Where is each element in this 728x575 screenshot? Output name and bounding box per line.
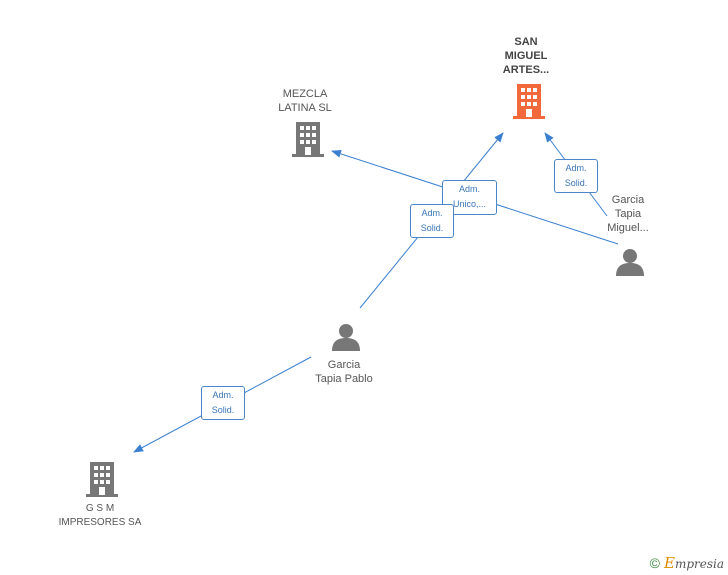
label-line: IMPRESORES SA [58, 517, 142, 528]
label-line: Tapia Pablo [315, 373, 373, 385]
label-line: Adm. [421, 208, 443, 218]
label-line: Solid. [211, 405, 235, 415]
label-line: ARTES... [502, 64, 550, 76]
label-line: Tapia [614, 208, 642, 220]
node-label-garcia-pablo[interactable]: Garcia Tapia Pablo [298, 358, 390, 386]
node-label-mezcla[interactable]: MEZCLA LATINA SL [263, 87, 347, 115]
label-line: Solid. [420, 223, 444, 233]
edge-label-pablo-sanmiguel[interactable]: Adm. Solid. [410, 204, 454, 238]
building-icon[interactable] [292, 122, 324, 157]
label-line: G S M [85, 503, 115, 514]
empresia-logo: © Empresia [650, 554, 724, 572]
label-line: Garcia [327, 359, 361, 371]
edge-label-pablo-gsm[interactable]: Adm. Solid. [201, 386, 245, 420]
building-icon[interactable] [86, 462, 118, 497]
person-icon[interactable] [616, 249, 644, 276]
person-icon[interactable] [332, 324, 360, 351]
copyright-icon: © [649, 555, 660, 571]
label-line: MEZCLA [282, 88, 328, 100]
label-line: LATINA SL [278, 102, 332, 114]
brand-rest: mpresia [674, 557, 724, 571]
node-label-gsm[interactable]: G S M IMPRESORES SA [48, 502, 152, 530]
label-line: Solid. [564, 178, 588, 188]
building-icon[interactable] [513, 84, 545, 119]
label-line: MIGUEL [504, 50, 548, 62]
node-label-garcia-miguel[interactable]: Garcia Tapia Miguel... [596, 193, 660, 235]
label-line: Adm. [565, 163, 587, 173]
brand-initial: E [663, 554, 675, 572]
label-line: Garcia [611, 194, 645, 206]
brand-name: Empresia [664, 554, 724, 572]
label-line: Miguel... [607, 222, 649, 234]
label-line: Adm. [212, 390, 234, 400]
label-line: SAN [514, 36, 538, 48]
edge-label-miguel-sanmiguel[interactable]: Adm. Solid. [554, 159, 598, 193]
node-label-san-miguel[interactable]: SAN MIGUEL ARTES... [488, 35, 564, 77]
label-line: Unico,... [452, 199, 486, 209]
label-line: Adm. [458, 184, 480, 194]
